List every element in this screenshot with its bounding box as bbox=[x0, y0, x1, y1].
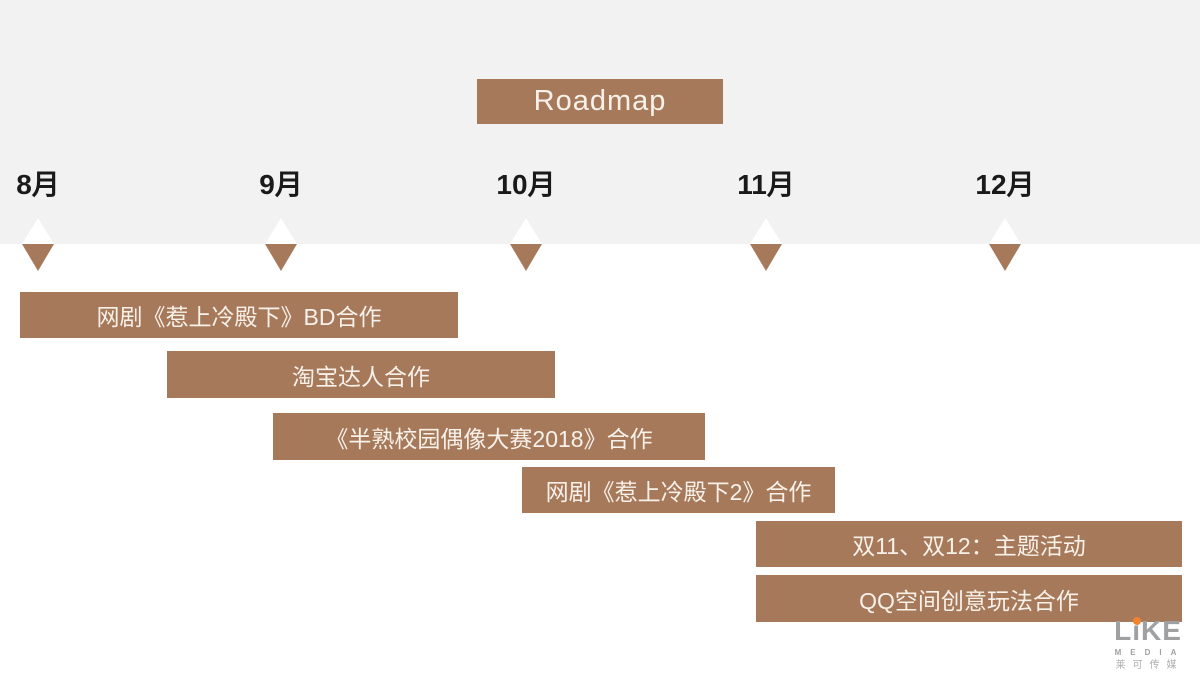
logo-letters-ke: KE bbox=[1140, 615, 1182, 646]
logo-chinese-name: 莱可传媒 bbox=[1115, 660, 1184, 671]
task-label: 双11、双12：主题活动 bbox=[852, 533, 1086, 559]
task-label: 淘宝达人合作 bbox=[292, 363, 430, 390]
month-label: 11月 bbox=[737, 169, 795, 200]
month-marker-diamond-icon bbox=[750, 218, 782, 271]
task-bar: 网剧《惹上冷殿下》BD合作 bbox=[20, 292, 458, 338]
task-bar: 淘宝达人合作 bbox=[167, 351, 555, 398]
slide-title: Roadmap bbox=[533, 85, 667, 117]
task-label: QQ空间创意玩法合作 bbox=[859, 587, 1079, 614]
logo-letter-i: ı bbox=[1132, 615, 1141, 646]
diamond-top-half bbox=[750, 218, 782, 244]
diamond-bottom-half bbox=[22, 244, 54, 271]
task-label: 《半熟校园偶像大赛2018》合作 bbox=[325, 425, 653, 452]
task-bar: 《半熟校园偶像大赛2018》合作 bbox=[273, 413, 705, 460]
task-bar: QQ空间创意玩法合作 bbox=[756, 575, 1182, 622]
diamond-top-half bbox=[265, 218, 297, 244]
logo-media-text: MEDIA bbox=[1114, 648, 1186, 657]
month-label: 8月 bbox=[16, 169, 60, 200]
month-label: 9月 bbox=[259, 169, 303, 200]
diamond-bottom-half bbox=[510, 244, 542, 271]
month-label: 10月 bbox=[496, 169, 556, 200]
diamond-top-half bbox=[510, 218, 542, 244]
logo-orange-dot-icon bbox=[1132, 617, 1141, 625]
month-marker-diamond-icon bbox=[22, 218, 54, 271]
diamond-bottom-half bbox=[750, 244, 782, 271]
logo-letter-l: L bbox=[1114, 615, 1133, 646]
diamond-top-half bbox=[989, 218, 1021, 244]
task-label: 网剧《惹上冷殿下》BD合作 bbox=[96, 304, 382, 330]
task-label: 网剧《惹上冷殿下2》合作 bbox=[545, 479, 812, 505]
diamond-bottom-half bbox=[989, 244, 1021, 271]
month-marker-diamond-icon bbox=[265, 218, 297, 271]
task-bar: 双11、双12：主题活动 bbox=[756, 521, 1182, 567]
month-marker-diamond-icon bbox=[510, 218, 542, 271]
month-marker-diamond-icon bbox=[989, 218, 1021, 271]
slide-title-box: Roadmap bbox=[477, 79, 723, 124]
task-bar: 网剧《惹上冷殿下2》合作 bbox=[522, 467, 835, 513]
diamond-top-half bbox=[22, 218, 54, 244]
month-label: 12月 bbox=[975, 169, 1035, 200]
diamond-bottom-half bbox=[265, 244, 297, 271]
